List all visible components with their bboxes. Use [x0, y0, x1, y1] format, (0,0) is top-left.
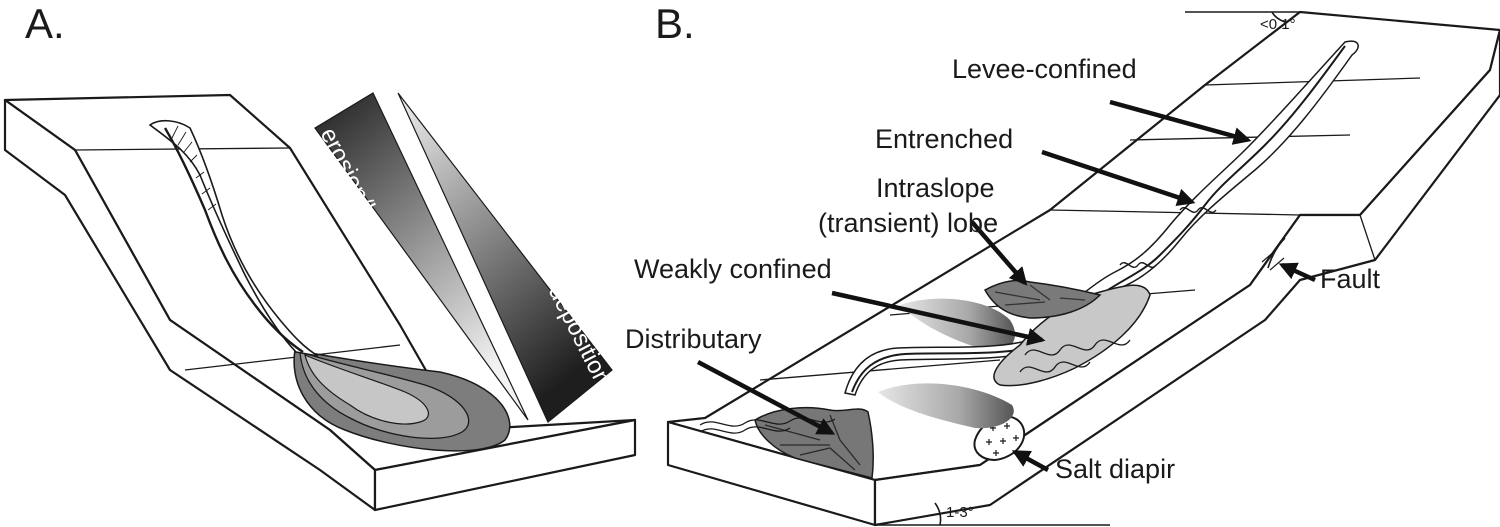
panel-a: A. erosion/bypass deposition — [3, 0, 637, 512]
label-intraslope-line1: Intraslope — [876, 173, 995, 203]
panel-a-toe-line — [184, 344, 401, 371]
angle-marker-top — [1185, 11, 1300, 23]
angle-bottom-label: 1-3° — [946, 504, 974, 521]
panel-b-distributary-feeder — [699, 417, 836, 434]
panel-a-label: A. — [25, 0, 65, 47]
angle-marker-bottom — [875, 502, 1110, 526]
arrow-salt-diapir — [1011, 450, 1050, 472]
label-fault: Fault — [1320, 264, 1381, 294]
label-intraslope-line2: (transient) lobe — [818, 208, 998, 238]
fault-offset-marks — [1261, 249, 1285, 271]
panel-b: B. <0.1° 1-3° Levee-confined Entrenched … — [625, 0, 1500, 527]
label-entrenched: Entrenched — [875, 124, 1013, 154]
label-distributary: Distributary — [625, 324, 762, 354]
label-salt-diapir: Salt diapir — [1055, 454, 1175, 484]
panel-b-label: B. — [655, 0, 695, 47]
arrow-distributary — [696, 360, 836, 435]
panel-b-distributary-channels — [764, 414, 861, 471]
panel-b-lobe-sinuosity-2 — [1019, 361, 1091, 373]
deposition-wedge — [397, 92, 613, 423]
panel-b-ponded-shadow-upper — [900, 298, 1015, 352]
annotation-arrows — [696, 99, 1316, 472]
panel-a-block-side — [373, 418, 637, 512]
label-levee-confined: Levee-confined — [952, 54, 1137, 84]
panel-b-lobe-sinuosity — [1024, 339, 1131, 356]
panel-a-lobe-inner — [304, 353, 430, 425]
arrow-intraslope-lobe — [970, 220, 1028, 286]
erosion-bypass-wedge — [314, 92, 529, 421]
panel-a-levee-hatches — [171, 125, 217, 211]
arrow-levee-confined — [1109, 99, 1252, 145]
angle-top-label: <0.1° — [1260, 16, 1296, 33]
arrow-entrenched — [1041, 149, 1196, 206]
panel-b-intraslope-distributaries — [994, 284, 1086, 306]
label-weakly-confined: Weakly confined — [634, 254, 832, 284]
panel-b-ponded-shadow-lower — [878, 383, 1014, 429]
panel-b-thalweg — [851, 45, 1346, 393]
arrow-fault — [1278, 262, 1316, 283]
panel-b-block-side — [873, 28, 1500, 527]
panel-b-meander-marks — [1119, 207, 1217, 268]
panel-a-thalweg — [163, 127, 304, 353]
panel-b-channel-belt — [844, 40, 1359, 396]
arrow-weakly-confined — [831, 290, 1046, 346]
